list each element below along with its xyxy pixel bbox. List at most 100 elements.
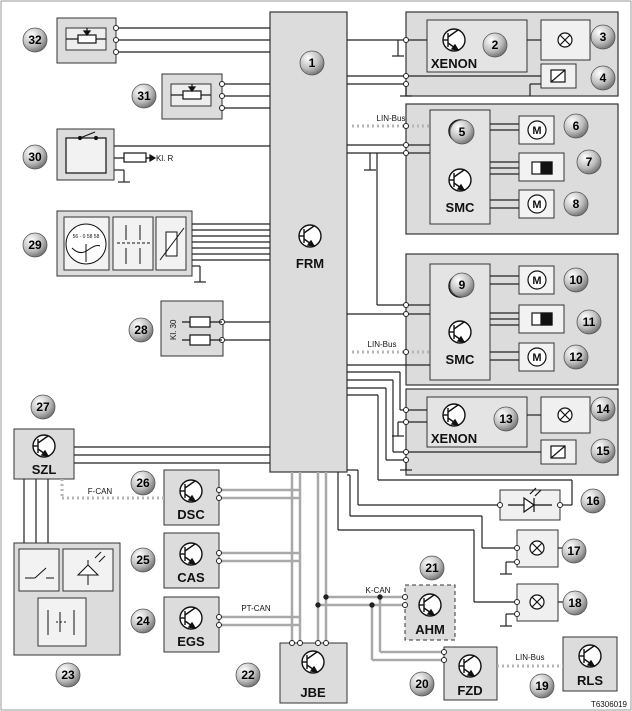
number-badge-text: 24 [136,614,150,628]
k-can-label: K-CAN [366,586,391,595]
number-badge-cas: 25 [130,547,156,573]
number-badge-text: 15 [596,444,610,458]
number-badge-frm: 1 [299,50,325,76]
number-badge-text: 19 [535,679,549,693]
number-badge-motor-6: 6 [563,113,589,139]
xenon-left-label: XENON [431,56,477,71]
number-badge-text: 1 [309,56,316,70]
smc-left-label: SMC [446,200,476,215]
number-badge-rls: 19 [529,673,555,699]
fuse-icon [182,316,222,346]
transistor-icon [298,224,322,248]
variable-resistor-icon [159,227,185,261]
terminal-kl-r-label: Kl. R [156,154,174,163]
frm-label: FRM [296,256,324,271]
number-badge-egs: 24 [130,608,156,634]
gauge-scale-text: 56 · 0 58 58 [73,234,100,240]
szl-label: SZL [32,462,57,477]
transistor-icon [179,479,203,503]
number-badge-text: 28 [134,323,148,337]
switch-contacts-icon [25,567,54,579]
number-badge-relay-4: 4 [590,65,616,91]
number-badge-text: 25 [136,553,150,567]
terminal-kl30-label: Kl. 30 [169,319,178,340]
transistor-icon [442,403,466,427]
number-badge-text: 2 [492,38,499,52]
number-badge-text: 30 [28,150,42,164]
number-badge-text: 32 [28,33,42,47]
number-badge-ahm: 21 [419,555,445,581]
number-badge-text: 21 [425,561,439,575]
number-badge-text: 18 [568,596,582,610]
number-badge-text: 20 [415,677,429,691]
motor-letter: M [532,275,541,287]
fzd-label: FZD [457,683,482,698]
fuses-28-box [160,300,224,357]
number-badge-sensor-7: 7 [576,149,602,175]
number-badge-module-23: 23 [55,662,81,688]
transistor-icon [448,168,472,192]
number-badge-jbe: 22 [235,662,261,688]
number-badge-text: 31 [137,89,151,103]
lin-bus-label-top: LIN-Bus [377,114,406,123]
number-badge-text: 9 [459,278,466,292]
gauge-icon [65,223,107,265]
switch-contacts-icon [117,225,150,264]
smc-right-label: SMC [446,352,476,367]
number-badge-led-16: 16 [580,488,606,514]
number-badge-relay-15: 15 [590,438,616,464]
switch-icon [65,131,157,174]
cas-label: CAS [177,570,205,585]
number-badge-text: 12 [569,350,583,364]
f-can-label: F-CAN [88,487,113,496]
transistor-icon [32,434,56,458]
figure-code: T6306019 [591,700,628,709]
jbe-label: JBE [300,685,326,700]
ahm-label: AHM [415,622,445,637]
number-badge-text: 10 [569,273,583,287]
rls-label: RLS [577,673,603,688]
number-badge-text: 13 [499,412,513,426]
number-badge-xenon-right: 13 [493,406,519,432]
motor-letter: M [532,352,541,364]
number-badge-text: 16 [586,494,600,508]
number-badge-dsc: 26 [130,470,156,496]
number-badge-sensor-11: 11 [576,309,602,335]
pt-can-label: PT-CAN [241,604,271,613]
egs-label: EGS [177,634,205,649]
motor-letter: M [532,125,541,137]
transistor-icon [442,28,466,52]
number-badge-text: 7 [586,155,593,169]
number-badge-text: 26 [136,476,150,490]
number-badge-smc-right: 9 [449,272,475,298]
motor-letter: M [532,199,541,211]
motor-letters: M M M M [532,125,541,364]
pushbutton-icon [47,610,75,635]
number-badge-text: 23 [61,668,75,682]
transistor-icon [458,654,482,678]
number-badge-lamp-18: 18 [562,590,588,616]
number-badge-module-30: 30 [22,144,48,170]
number-badge-smc-left: 5 [449,119,475,145]
number-badge-text: 8 [573,197,580,211]
number-badge-text: 4 [600,71,607,85]
photodiode-icon [76,551,106,585]
number-badge-text: 14 [596,402,610,416]
xenon-right-label: XENON [431,431,477,446]
potentiometer-icon [66,28,211,100]
transistor-icon [578,644,602,668]
lin-bus-label-mid: LIN-Bus [368,340,397,349]
number-badge-szl: 27 [30,394,56,420]
number-badge-lamp-3: 3 [590,24,616,50]
transistor-icon [301,650,325,674]
relay-icon [550,69,566,459]
number-badge-pot-32: 32 [22,27,48,53]
number-badge-fzd: 20 [409,671,435,697]
transistor-icon [448,320,472,344]
number-badge-text: 6 [573,119,580,133]
led-icon [508,487,552,514]
lin-bus-label-bottom: LIN-Bus [516,653,545,662]
transistor-icon [179,606,203,630]
